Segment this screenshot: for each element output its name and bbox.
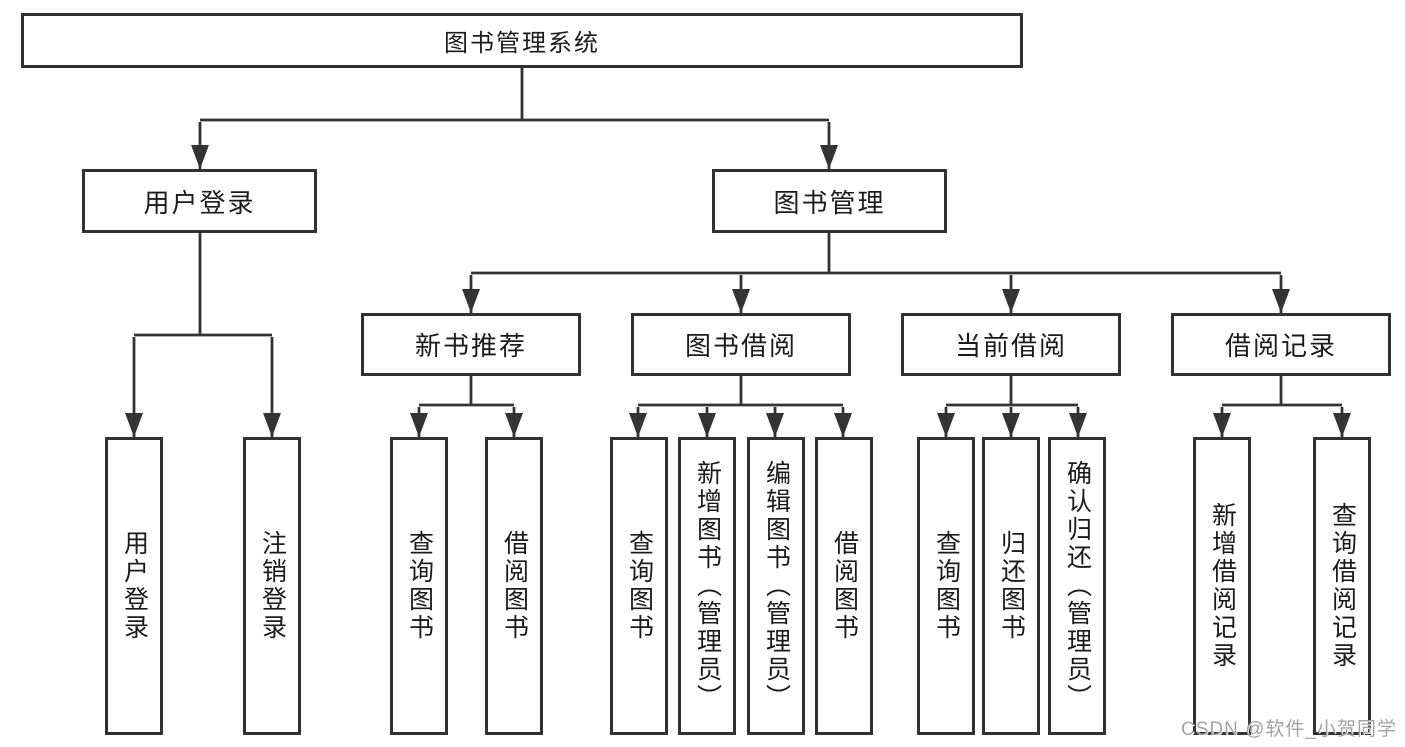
leaf-label: 查询图书 xyxy=(625,530,654,642)
leaf-label: 归还图书 xyxy=(997,530,1026,642)
node-leaf-borrow-add: 新增图书（管理员） xyxy=(678,437,736,735)
node-book-management: 图书管理 xyxy=(712,169,947,233)
node-leaf-current-query: 查询图书 xyxy=(917,437,975,735)
node-borrow-record: 借阅记录 xyxy=(1171,313,1391,376)
node-leaf-current-confirm: 确认归还（管理员） xyxy=(1048,437,1106,735)
node-leaf-record-query: 查询借阅记录 xyxy=(1313,437,1371,735)
leaf-label: 注销登录 xyxy=(258,530,287,642)
node-leaf-current-return: 归还图书 xyxy=(982,437,1040,735)
leaf-label: 查询图书 xyxy=(932,530,961,642)
node-current-borrow: 当前借阅 xyxy=(901,313,1121,376)
leaf-label: 编辑图书（管理员） xyxy=(762,460,791,712)
leaf-label: 新增图书（管理员） xyxy=(693,460,722,712)
node-user-login: 用户登录 xyxy=(82,169,317,233)
leaf-label: 查询借阅记录 xyxy=(1328,502,1357,670)
node-leaf-borrow-query: 查询图书 xyxy=(610,437,668,735)
node-leaf-newbook-borrow: 借阅图书 xyxy=(485,437,543,735)
node-root: 图书管理系统 xyxy=(21,13,1023,68)
node-leaf-logout: 注销登录 xyxy=(243,437,301,735)
node-new-book-recommend: 新书推荐 xyxy=(361,313,581,376)
node-leaf-newbook-query: 查询图书 xyxy=(390,437,448,735)
node-book-borrow: 图书借阅 xyxy=(631,313,851,376)
watermark: CSDN @软件_小贺同学 xyxy=(1181,719,1397,740)
leaf-label: 查询图书 xyxy=(405,530,434,642)
node-leaf-record-add: 新增借阅记录 xyxy=(1193,437,1251,735)
leaf-label: 确认归还（管理员） xyxy=(1063,460,1092,712)
leaf-label: 借阅图书 xyxy=(500,530,529,642)
leaf-label: 新增借阅记录 xyxy=(1208,502,1237,670)
node-leaf-user-login: 用户登录 xyxy=(105,437,163,735)
node-leaf-borrow-edit: 编辑图书（管理员） xyxy=(747,437,805,735)
node-leaf-borrow-borrow: 借阅图书 xyxy=(815,437,873,735)
leaf-label: 借阅图书 xyxy=(830,530,859,642)
leaf-label: 用户登录 xyxy=(120,530,149,642)
